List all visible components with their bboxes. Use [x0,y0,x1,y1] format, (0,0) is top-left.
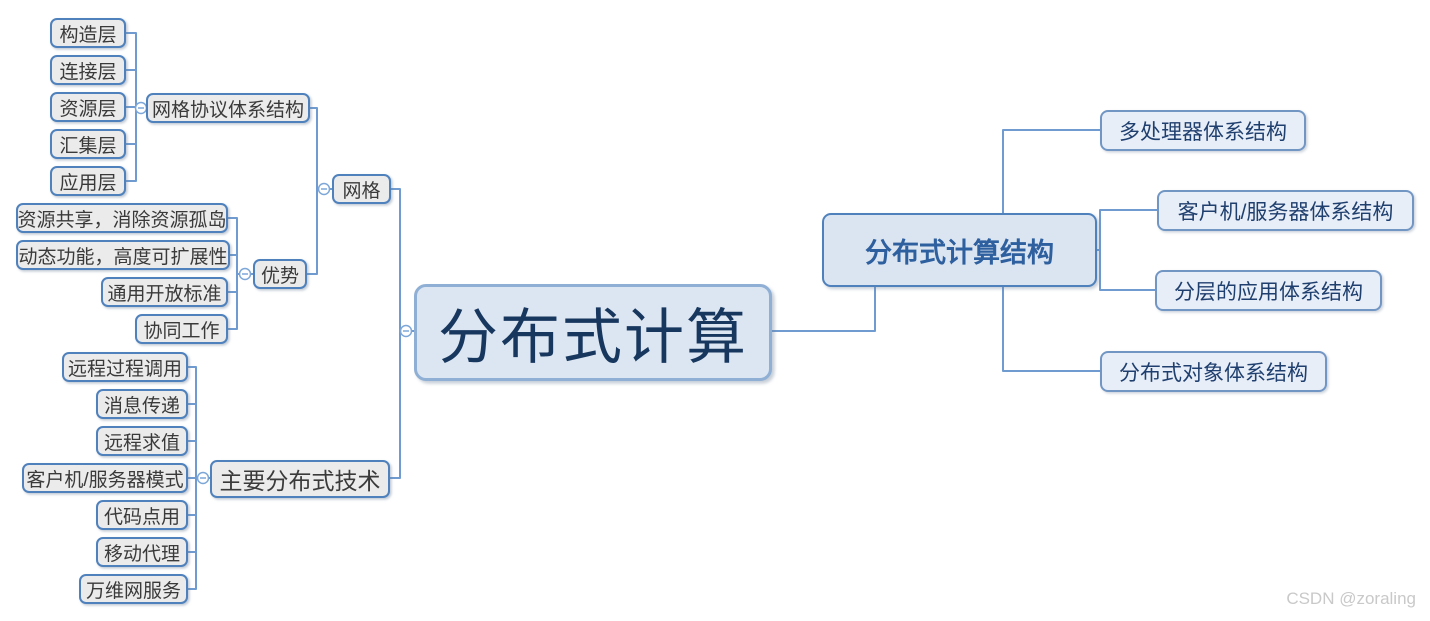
node-dynamic-scalability[interactable]: 动态功能，高度可扩展性 [16,240,230,270]
collapse-icon[interactable] [134,101,148,115]
node-distributed-object-architecture[interactable]: 分布式对象体系结构 [1100,351,1327,392]
node-advantages[interactable]: 优势 [253,259,307,289]
node-grid[interactable]: 网格 [332,174,391,204]
connector-root-right [771,286,876,332]
node-client-server-mode[interactable]: 客户机/服务器模式 [22,463,188,493]
node-root-distributed-computing[interactable]: 分布式计算 [414,284,772,381]
collapse-icon[interactable] [238,267,252,281]
node-grid-protocol-architecture[interactable]: 网格协议体系结构 [146,93,310,123]
collapse-icon[interactable] [399,324,413,338]
node-connect-layer[interactable]: 连接层 [50,55,126,85]
node-construct-layer[interactable]: 构造层 [50,18,126,48]
node-code-on-demand[interactable]: 代码点用 [96,500,188,530]
node-collaboration[interactable]: 协同工作 [135,314,228,344]
node-client-server-architecture[interactable]: 客户机/服务器体系结构 [1157,190,1414,231]
node-message-passing[interactable]: 消息传递 [96,389,188,419]
node-multiprocessor-architecture[interactable]: 多处理器体系结构 [1100,110,1306,151]
collapse-icon[interactable] [196,471,210,485]
node-remote-evaluation[interactable]: 远程求值 [96,426,188,456]
node-application-layer[interactable]: 应用层 [50,166,126,196]
node-collect-layer[interactable]: 汇集层 [50,129,126,159]
node-distributed-computing-structures[interactable]: 分布式计算结构 [822,213,1097,287]
watermark: CSDN @zoraling [1286,589,1416,608]
connector-root-left [389,188,415,479]
connector-protocol-children [125,32,147,182]
node-mobile-agent[interactable]: 移动代理 [96,537,188,567]
connector-advantages-children [227,217,254,330]
node-rpc[interactable]: 远程过程调用 [62,352,188,382]
collapse-icon[interactable] [317,182,331,196]
node-web-services[interactable]: 万维网服务 [79,574,188,604]
node-main-distributed-tech[interactable]: 主要分布式技术 [210,460,390,498]
connector-structures-outer [1002,129,1101,372]
node-resource-layer[interactable]: 资源层 [50,92,126,122]
connector-structures-inner [1096,209,1158,291]
node-layered-application-architecture[interactable]: 分层的应用体系结构 [1155,270,1382,311]
node-resource-sharing[interactable]: 资源共享，消除资源孤岛 [16,203,228,233]
node-open-standards[interactable]: 通用开放标准 [101,277,228,307]
connector-grid-children [306,107,333,275]
